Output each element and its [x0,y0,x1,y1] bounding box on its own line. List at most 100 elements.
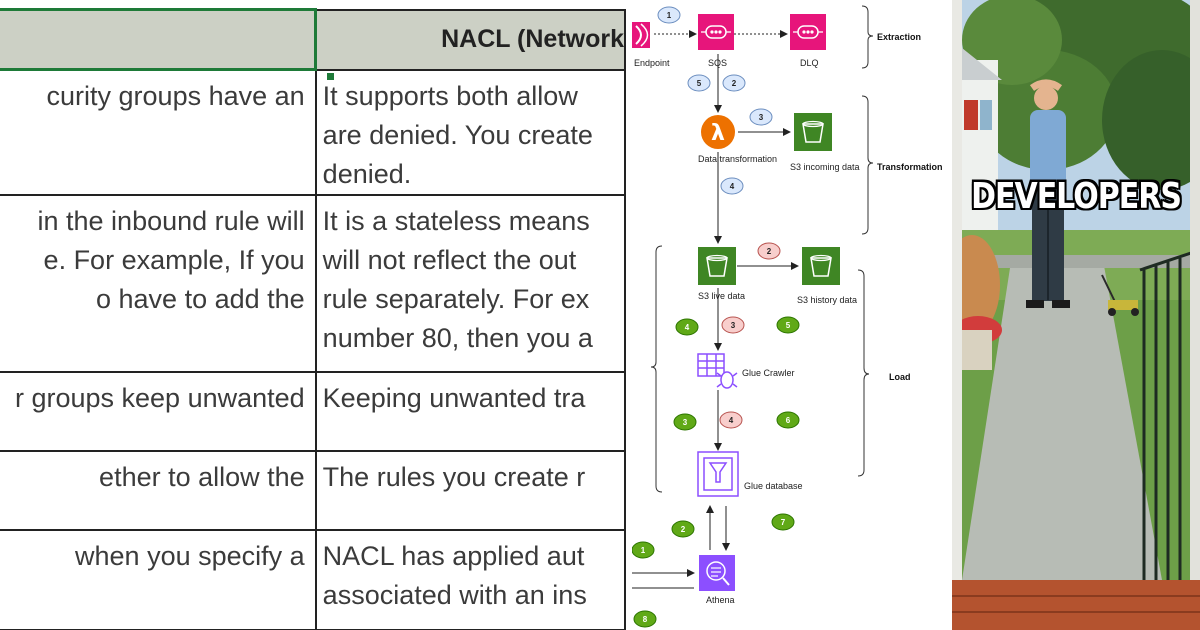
svg-text:3: 3 [683,418,688,427]
badge-blue-2: 2 [722,74,746,92]
svg-text:1: 1 [667,11,672,20]
glue-database-label: Glue database [744,481,803,491]
cell-text: Keeping unwanted tra [322,382,586,413]
s3-live-label: S3 live data [698,291,745,301]
badge-green-8: 8 [633,610,657,628]
badge-green-1: 1 [632,541,655,559]
glue-crawler-label: Glue Crawler [742,368,795,378]
lambda-icon[interactable]: λ [701,115,735,149]
svg-text:6: 6 [786,416,791,425]
selection-fill-handle[interactable] [326,72,335,81]
s3-incoming-bucket-icon[interactable] [794,113,832,151]
badge-green-7: 7 [771,513,795,531]
cell-text: curity groups have an [46,81,305,111]
etl-pipeline-diagram: Endpoint SQS DLQ λ Data transformation S… [632,0,952,630]
comparison-table: NACL (Network curity groups have an It s… [0,8,627,630]
glue-crawler-icon[interactable] [697,353,738,389]
lawnmower [1101,274,1139,316]
cell-text: r groups keep unwanted [14,382,305,413]
table-cell[interactable]: NACL has applied aut associated with an … [314,528,627,630]
cell-text: The rules you create r [322,461,586,492]
header-cell-security-groups[interactable] [0,8,318,71]
cell-text: NACL has applied aut [322,540,585,571]
svg-text:4: 4 [685,323,690,332]
cell-text: o have to add the [96,283,305,314]
svg-text:2: 2 [732,79,737,88]
brace-extraction [861,5,874,69]
diagram-canvas: Endpoint SQS DLQ λ Data transformation S… [632,5,943,628]
sqs-icon[interactable] [698,14,734,50]
endpoint-label: Endpoint [634,58,670,68]
svg-text:4: 4 [730,182,735,191]
table-row: ether to allow the The rules you create … [0,449,627,531]
table-row: curity groups have an It supports both a… [0,68,627,196]
svg-text:7: 7 [781,518,786,527]
dlq-label: DLQ [800,58,819,68]
badge-green-5: 5 [776,316,800,334]
badge-blue-4: 4 [720,177,744,195]
table-row: in the inbound rule will e. For example,… [0,193,627,373]
endpoint-icon[interactable] [632,22,650,48]
table-cell[interactable]: It supports both allow are denied. You c… [314,68,627,196]
cell-text: It supports both allow [322,80,578,111]
header-cell-nacl[interactable]: NACL (Network [314,8,627,71]
cell-text: associated with an ins [322,579,587,610]
man-figure [1026,79,1070,308]
svg-text:λ: λ [711,121,725,146]
badge-green-3: 3 [673,413,697,431]
cell-text: will not reflect the out [322,244,577,275]
svg-text:8: 8 [643,615,648,624]
badge-blue-5: 5 [687,74,711,92]
table-row: when you specify a NACL has applied aut … [0,528,627,630]
s3-live-bucket-icon[interactable] [698,247,736,285]
cell-text: in the inbound rule will [37,205,305,236]
badge-pink-4: 4 [719,411,743,429]
table-cell[interactable]: r groups keep unwanted [0,370,317,452]
badge-blue-3: 3 [749,108,773,126]
table-cell[interactable]: Keeping unwanted tra [314,370,627,452]
table-cell[interactable]: It is a stateless means will not reflect… [314,193,627,373]
porch-railing [1139,248,1200,580]
svg-text:1: 1 [641,546,646,555]
brace-transformation [861,95,874,235]
svg-text:4: 4 [729,416,734,425]
badge-green-2: 2 [671,520,695,538]
cell-text: rule separately. For ex [322,283,590,314]
table-cell[interactable]: curity groups have an [0,68,317,196]
athena-icon[interactable] [699,555,735,591]
lambda-label: Data transformation [698,154,777,164]
meme-caption: DEVELOPERS [971,176,1182,218]
stage-label-extraction: Extraction [877,32,921,42]
dlq-icon[interactable] [790,14,826,50]
svg-text:3: 3 [731,321,736,330]
table-cell[interactable]: in the inbound rule will e. For example,… [0,193,317,373]
spreadsheet-crop: NACL (Network curity groups have an It s… [0,8,627,630]
cell-text: are denied. You create [322,119,593,150]
svg-text:3: 3 [759,113,764,122]
sqs-label: SQS [708,58,727,68]
svg-text:5: 5 [697,79,702,88]
table-cell[interactable]: The rules you create r [314,449,627,531]
brace-load [857,269,870,477]
diagram-connectors [632,30,799,589]
s3-history-bucket-icon[interactable] [802,247,840,285]
badge-blue-1: 1 [657,6,681,24]
glue-database-icon[interactable] [697,451,739,497]
developers-meme-image: DEVELOPERS [952,0,1200,630]
table-row: r groups keep unwanted Keeping unwanted … [0,370,627,452]
table-cell[interactable]: ether to allow the [0,449,317,531]
stage-label-transformation: Transformation [877,162,943,172]
badge-pink-2: 2 [757,242,781,260]
badge-green-4: 4 [675,318,699,336]
cell-text: denied. [322,158,412,189]
stage-label-load: Load [889,372,911,382]
s3-incoming-label: S3 incoming data [790,162,860,172]
brace-left-load [650,245,663,493]
s3-history-label: S3 history data [797,295,857,305]
table-header-row: NACL (Network [0,8,627,71]
svg-text:2: 2 [681,525,686,534]
table-cell[interactable]: when you specify a [0,528,317,630]
cell-text: e. For example, If you [43,244,305,275]
athena-label: Athena [706,595,735,605]
badge-green-6: 6 [776,411,800,429]
